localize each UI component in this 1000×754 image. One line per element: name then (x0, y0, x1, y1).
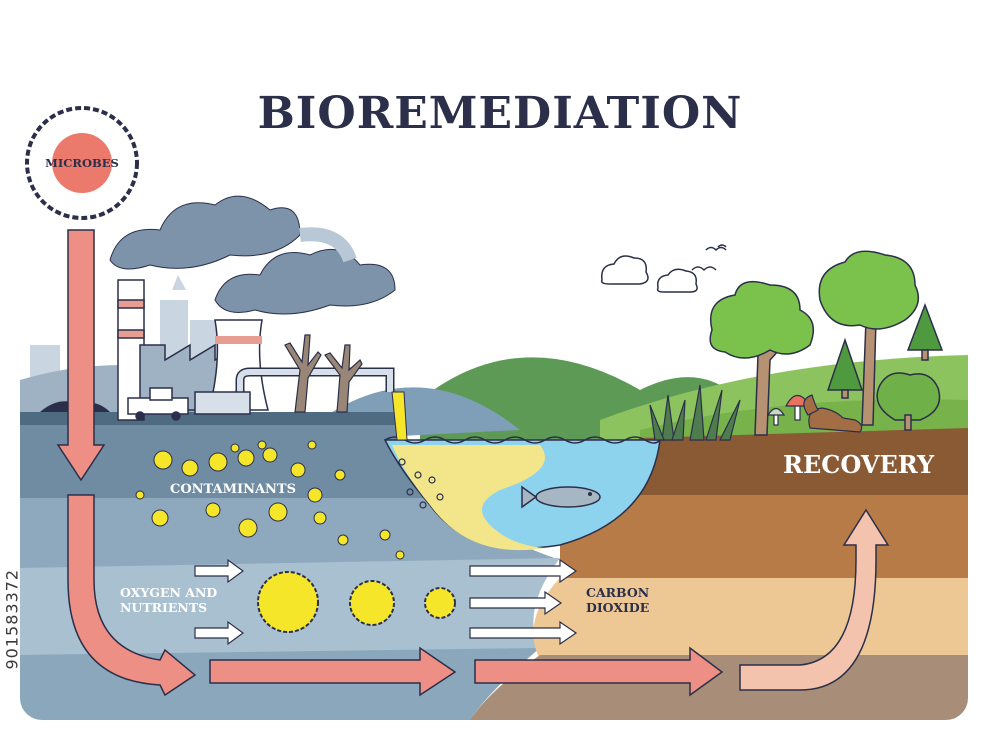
discharge (391, 391, 408, 441)
co2-label-line2: DIOXIDE (586, 600, 650, 615)
oxygen-label-line2: NUTRIENTS (120, 600, 208, 615)
oxygen-arrows (194, 558, 245, 646)
animal-icon (803, 394, 863, 433)
truck-icon (127, 387, 189, 421)
pond-contaminants (398, 458, 444, 509)
fish-icon (521, 485, 601, 509)
dead-trees (284, 334, 363, 413)
oxygen-label: OXYGEN AND NUTRIENTS (120, 585, 217, 615)
healthy-trees (709, 250, 944, 436)
microbes-label: MICROBES (45, 156, 119, 170)
birds-icon (691, 244, 727, 272)
contaminants (135, 440, 405, 560)
grass (649, 384, 741, 441)
recovery-label: RECOVERY (783, 450, 935, 479)
page-title: BIOREMEDIATION (257, 88, 743, 139)
contaminants-label: CONTAMINANTS (170, 482, 296, 497)
watermark: 901583372 (0, 0, 22, 750)
oxygen-label-line1: OXYGEN AND (120, 585, 218, 600)
soil-top (613, 428, 968, 495)
smoke-clouds (109, 195, 396, 315)
microbe-clusters (257, 571, 456, 633)
flow-arrow (56, 229, 890, 697)
co2-label: CARBON DIOXIDE (586, 585, 649, 615)
pond-sediment (392, 445, 545, 551)
factory (117, 279, 395, 421)
co2-arrows (469, 558, 578, 646)
co2-label-line1: CARBON (586, 585, 650, 600)
microbes-badge (25, 106, 139, 220)
watermark-id: 901583372 (2, 568, 22, 670)
sky-clouds (600, 255, 698, 293)
ground-surface (20, 412, 400, 427)
